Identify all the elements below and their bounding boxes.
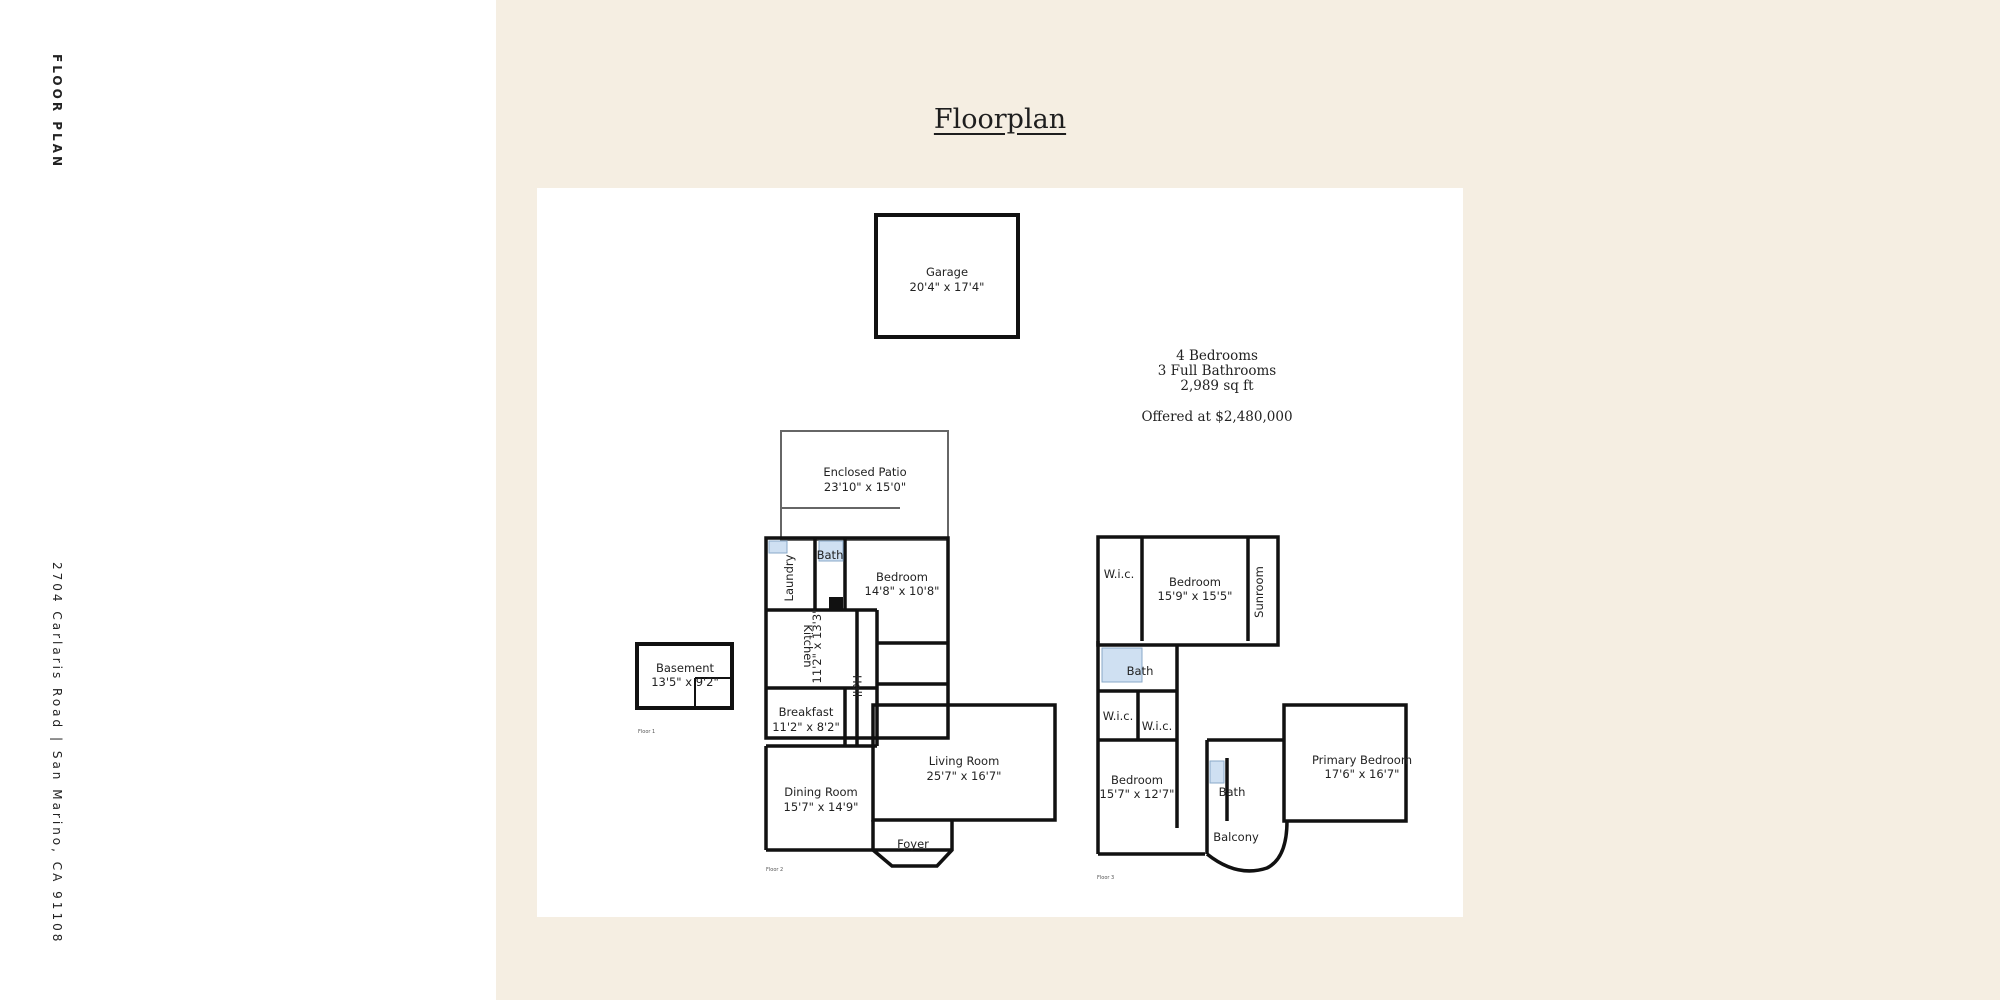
room-name: Bath (1127, 664, 1154, 678)
room-name: Foyer (897, 837, 929, 851)
room-name: Basement (656, 661, 715, 675)
room-name: Living Room (929, 754, 1000, 768)
room-name: Bath (817, 548, 844, 562)
room-name: Laundry (782, 554, 796, 601)
floor-label: Floor 2 (766, 867, 783, 873)
floorplan-image: Garage 20'4" x 17'4" Enclosed Patio 23'1… (537, 188, 1463, 917)
room-dims: 15'9" x 15'5" (1158, 589, 1233, 603)
property-address: 2704 Carlaris Road | San Marino, CA 9110… (50, 562, 64, 945)
room-name: Sunroom (1252, 566, 1266, 618)
section-title: FLOOR PLAN (50, 54, 64, 170)
floor-label: Floor 3 (1097, 875, 1114, 881)
room-name: Dining Room (784, 785, 858, 799)
floor-label: Floor 1 (638, 729, 655, 735)
plan-walls (635, 213, 1020, 710)
room-dims: 13'5" x 9'2" (651, 675, 719, 689)
room-dims: 23'10" x 15'0" (824, 480, 906, 494)
room-dims: 15'7" x 14'9" (784, 800, 859, 814)
room-name: Bedroom (1111, 773, 1163, 787)
listing-price: Offered at $2,480,000 (1141, 409, 1293, 425)
room-name: Garage (926, 265, 968, 279)
floorplan-drawing: Garage 20'4" x 17'4" Enclosed Patio 23'1… (635, 213, 1412, 881)
plan-fixtures (768, 540, 1225, 784)
main-panel: Floorplan (496, 0, 2000, 1000)
sidebar: FLOOR PLAN 2704 Carlaris Road | San Mari… (0, 0, 496, 1000)
listing-summary: 4 Bedrooms 3 Full Bathrooms 2,989 sq ft … (1117, 349, 1317, 425)
room-name: Enclosed Patio (823, 465, 906, 479)
patio-walls (780, 430, 949, 541)
room-dims: 17'6" x 16'7" (1325, 767, 1400, 781)
floor-2-walls (764, 536, 1057, 868)
room-dims: 20'4" x 17'4" (910, 280, 985, 294)
room-dims: 15'7" x 12'7" (1100, 787, 1175, 801)
room-name: Breakfast (779, 705, 834, 719)
bathroom-count: 3 Full Bathrooms (1157, 363, 1277, 379)
room-name: Primary Bedroom (1312, 753, 1412, 767)
room-name: Bedroom (1169, 575, 1221, 589)
room-name: Bath (1219, 785, 1246, 799)
room-name: Bedroom (876, 570, 928, 584)
room-dims: 14'8" x 10'8" (865, 584, 940, 598)
room-dims: 11'2" x 13'3" (810, 609, 824, 684)
room-name: W.i.c. (1104, 567, 1135, 581)
stair-block (829, 597, 843, 609)
room-name: Hall (850, 675, 864, 697)
room-name: W.i.c. (1103, 709, 1134, 723)
room-name: Balcony (1213, 830, 1259, 844)
bedroom-count: 4 Bedrooms (1176, 348, 1258, 364)
basement-walls (635, 642, 734, 710)
floor-3-walls (1096, 535, 1408, 873)
room-name: Kitchen (801, 624, 815, 667)
room-dims: 25'7" x 16'7" (927, 769, 1002, 783)
room-dims: 11'2" x 8'2" (772, 720, 840, 734)
garage-walls (874, 213, 1020, 339)
square-footage: 2,989 sq ft (1180, 378, 1254, 394)
room-name: W.i.c. (1142, 719, 1173, 733)
page-title: Floorplan (933, 104, 1067, 135)
